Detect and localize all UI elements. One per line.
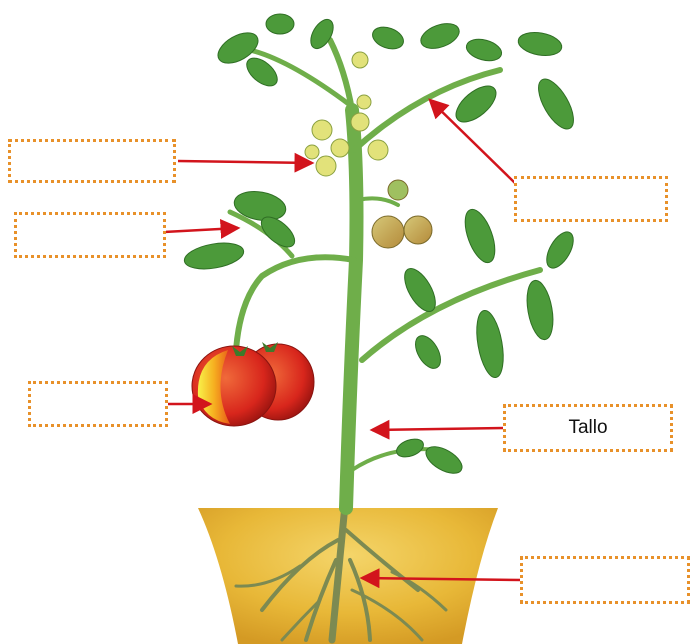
soil xyxy=(198,508,498,644)
ripe-tomatoes xyxy=(192,342,314,426)
stem xyxy=(230,40,540,508)
arrow-stem xyxy=(372,428,504,430)
label-stem-text: Tallo xyxy=(568,417,607,439)
label-box-leaf[interactable] xyxy=(14,212,166,258)
label-box-stem[interactable]: Tallo xyxy=(503,404,673,452)
label-box-root[interactable] xyxy=(520,556,690,604)
label-box-flower[interactable] xyxy=(8,139,176,183)
label-box-fruit[interactable] xyxy=(28,381,168,427)
label-box-branch[interactable] xyxy=(514,176,668,222)
arrow-leaf xyxy=(164,228,238,232)
arrow-flower xyxy=(178,161,312,163)
unripe-tomatoes xyxy=(372,180,432,248)
